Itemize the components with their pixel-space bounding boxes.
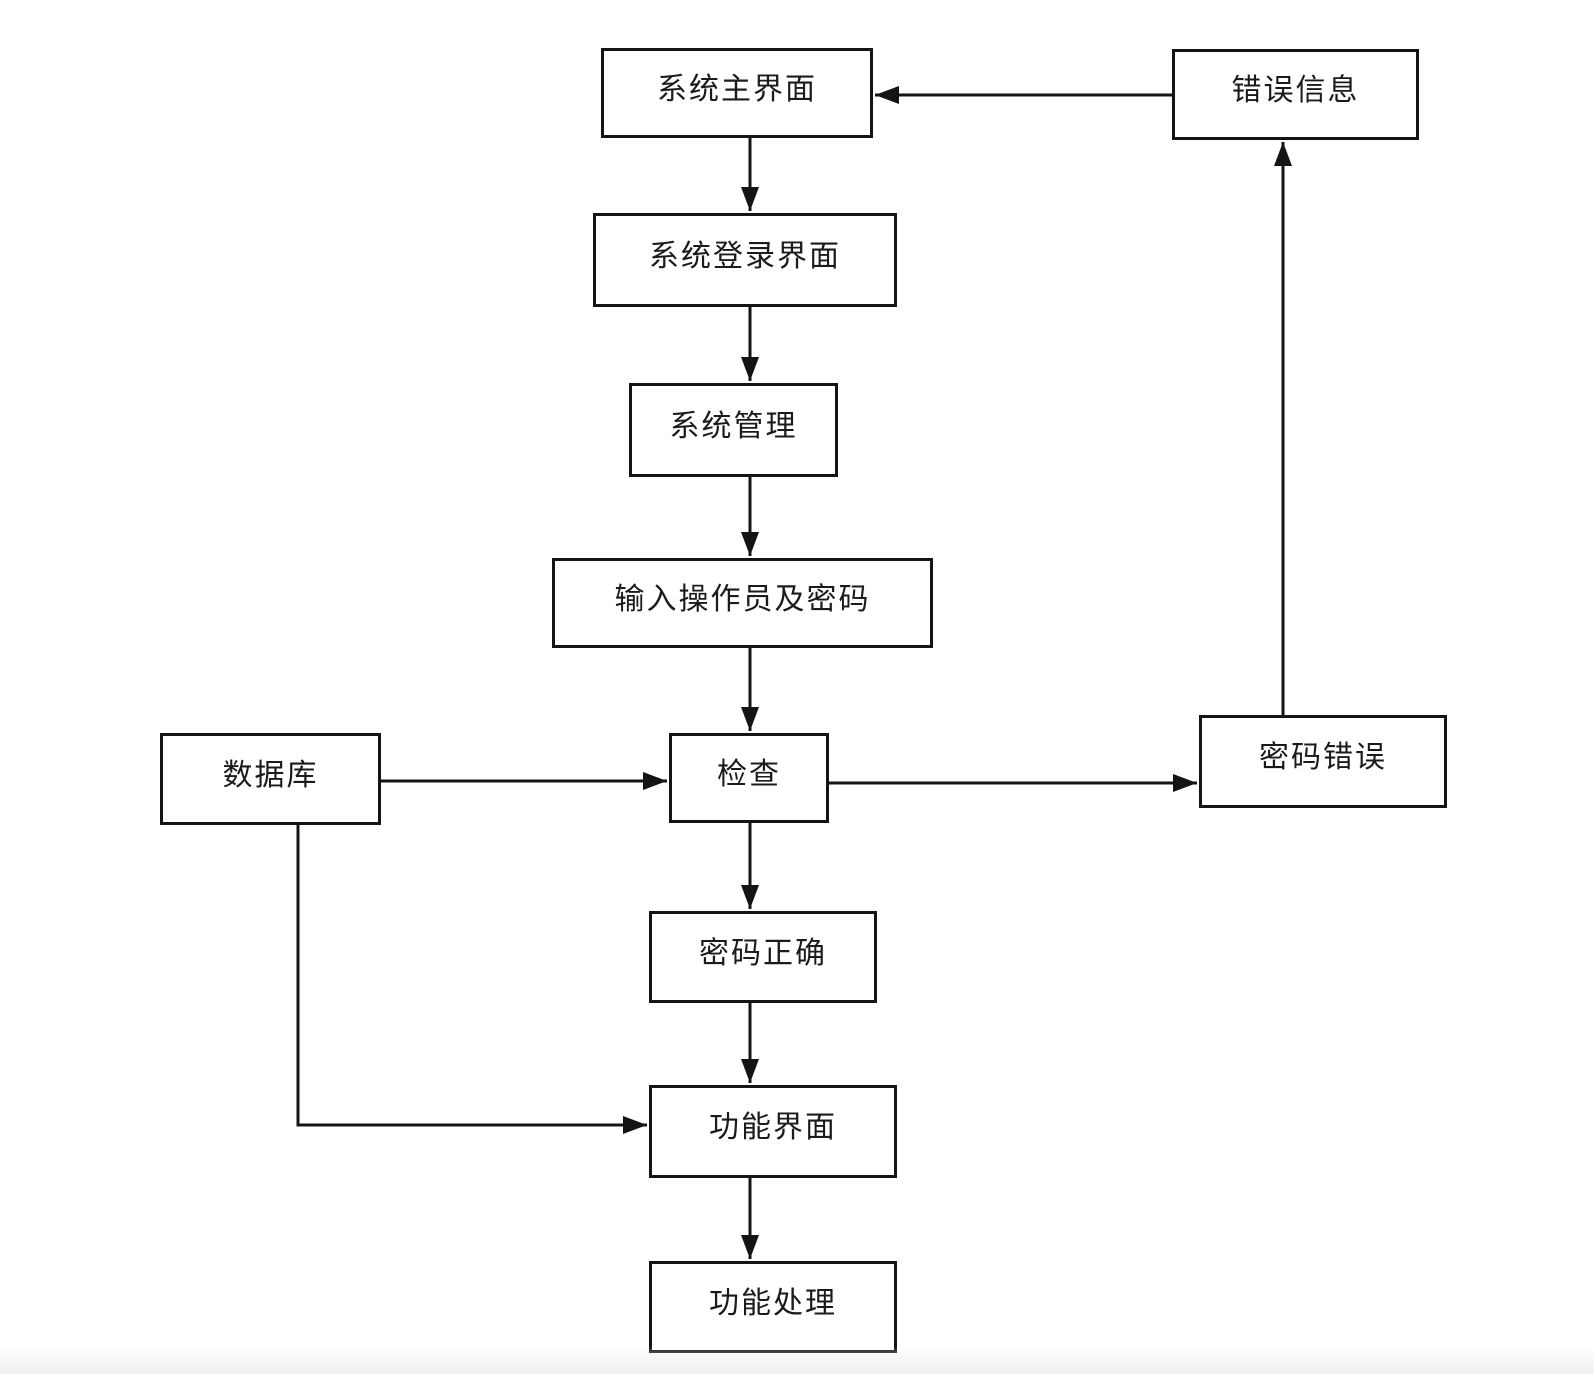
node-label: 检查	[717, 757, 781, 791]
edge-database-to-functionui-arrow	[296, 825, 647, 1134]
node-label: 系统登录界面	[649, 239, 841, 273]
node-function-processing: 功能处理	[649, 1261, 897, 1353]
node-label: 系统管理	[669, 409, 798, 443]
node-label: 数据库	[222, 758, 319, 792]
node-label: 功能界面	[709, 1111, 837, 1144]
node-password-wrong: 密码错误	[1199, 715, 1447, 808]
node-label: 系统主界面	[657, 72, 817, 106]
node-label: 密码错误	[1259, 741, 1387, 774]
node-error-info: 错误信息	[1172, 49, 1419, 140]
node-label: 输入操作员及密码	[614, 582, 871, 616]
node-label: 错误信息	[1231, 74, 1360, 107]
node-check: 检查	[669, 733, 829, 823]
node-function-ui: 功能界面	[649, 1085, 897, 1178]
node-system-main-ui: 系统主界面	[601, 48, 873, 138]
node-input-operator-password: 输入操作员及密码	[552, 558, 933, 648]
node-label: 密码正确	[699, 936, 827, 970]
node-label: 功能处理	[709, 1286, 837, 1320]
node-password-correct: 密码正确	[649, 911, 877, 1003]
node-database: 数据库	[160, 733, 381, 825]
node-system-management: 系统管理	[629, 383, 838, 477]
node-system-login-ui: 系统登录界面	[593, 213, 897, 307]
page-bottom-fade	[0, 1346, 1594, 1374]
